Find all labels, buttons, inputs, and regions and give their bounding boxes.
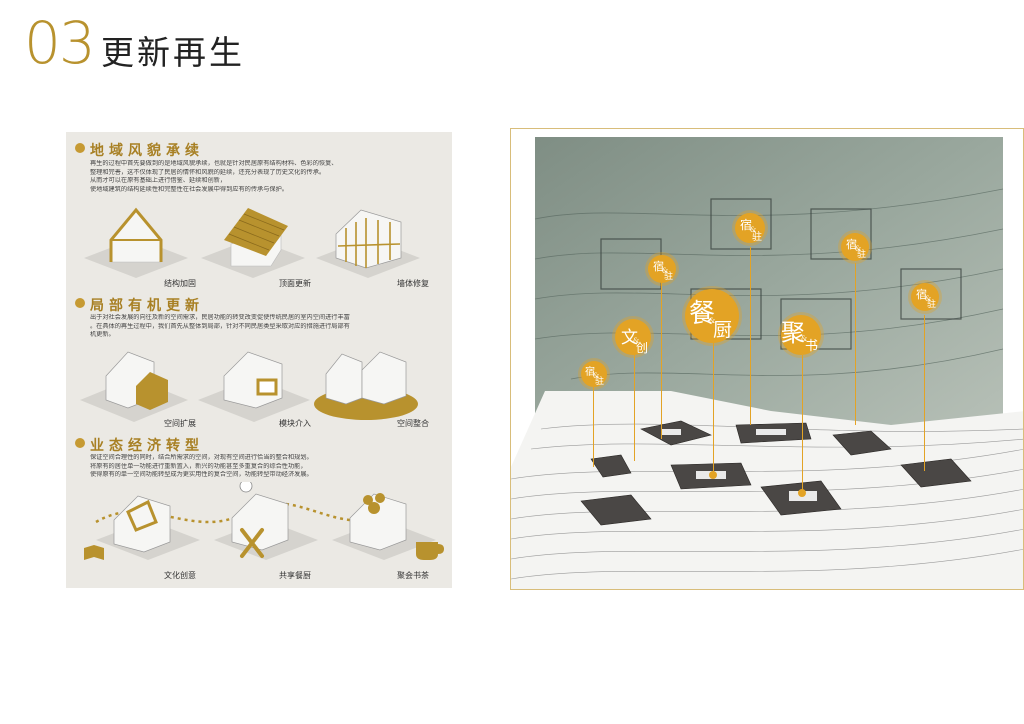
- house-module-insert-icon: [198, 351, 310, 422]
- section-regional-style: 地域风貌承续 再生的过程中首先要做到的是地域风貌承续，也就是针对民居原有结构材料…: [66, 132, 452, 292]
- pin-dining-kitchen[interactable]: 餐 & 厨: [685, 289, 739, 343]
- house-space-integrate-icon: [314, 351, 418, 420]
- body-line: 机更新。: [90, 331, 115, 339]
- pin-char: 文: [621, 328, 638, 348]
- pin-gathering-books[interactable]: 聚 & 书: [781, 315, 821, 355]
- body-line: 保证空间合理性的同时，结合所需求的空间，对现有空间进行恰当的整合和规划。: [90, 454, 313, 461]
- pin-char: 驻: [664, 272, 674, 282]
- renewal-strategy-panel: 地域风貌承续 再生的过程中首先要做到的是地域风貌承续，也就是针对民居原有结构材料…: [66, 132, 452, 588]
- section-local-renewal: 局部有机更新 出于对社会发展的向往及新的空间需求，民居功能的转变改变促使传统民居…: [66, 288, 452, 428]
- pin-leader-line: [634, 349, 635, 461]
- pin-char: 宿: [585, 367, 595, 378]
- pin-leader-line: [713, 339, 714, 475]
- section-body: 再生的过程中首先要做到的是地域风貌承续，也就是针对民居原有结构材料、色彩的恢复、…: [90, 160, 436, 194]
- pin-char: 宿: [653, 260, 664, 273]
- body-line: 使地域建筑的结构延续性和完整性在社会发展中得到应有的传承与保护。: [90, 185, 288, 193]
- chef-hat-icon: [239, 482, 253, 493]
- pin-foot-marker: [798, 489, 806, 497]
- pin-amp: &: [801, 335, 808, 343]
- pin-lodging-2[interactable]: 宿 & 驻: [841, 233, 869, 261]
- house-culture-creative-icon: [84, 495, 200, 560]
- house-illustrations-row-3: [84, 482, 444, 560]
- caption-module-insert: 模块介入: [279, 419, 311, 428]
- pin-foot-marker: [709, 471, 717, 479]
- pin-leader-line: [593, 387, 594, 467]
- pin-lodging-5[interactable]: 宿 & 驻: [581, 361, 607, 387]
- village-plan-panel: 宿 & 驻 宿 & 驻 宿 & 驻 宿 & 驻 文 & 创 餐 & 厨 聚 & …: [510, 128, 1024, 590]
- caption-structure-reinforce: 结构加固: [164, 279, 196, 288]
- pin-char: 厨: [713, 319, 733, 341]
- village-aerial-plan: [511, 137, 1023, 589]
- pin-char: 创: [636, 341, 649, 355]
- body-line: 出于对社会发展的向往及新的空间需求，民居功能的转变改变促使传统民居的室内空间进行…: [90, 314, 350, 321]
- bullet-dot: [75, 143, 85, 153]
- pin-char: 餐: [689, 299, 716, 329]
- pin-leader-line: [661, 281, 662, 439]
- pin-char: 驻: [857, 250, 867, 260]
- caption-gathering-tea: 聚会书茶: [397, 571, 429, 580]
- fork-knife-icon: [240, 528, 264, 558]
- pin-leader-line: [855, 263, 856, 425]
- pin-amp: &: [855, 245, 862, 253]
- pin-char: 书: [805, 339, 819, 354]
- section-heading: 业态经济转型: [90, 438, 204, 454]
- caption-wall-repair: 墙体修复: [397, 279, 429, 288]
- section-heading: 局部有机更新: [90, 298, 204, 314]
- pin-amp: &: [709, 317, 716, 325]
- house-structure-reinforce-icon: [84, 207, 188, 278]
- body-line: 使得原有的单一空间功能转型成为更实用性的复合空间，功能转型带动经济发展。: [90, 471, 313, 479]
- pin-char: 宿: [846, 238, 857, 251]
- people-icon: [363, 493, 385, 514]
- pin-leader-line: [802, 355, 803, 493]
- pin-amp: &: [593, 372, 600, 380]
- pin-leader-line: [750, 247, 751, 425]
- section-economic-transform: 业态经济转型 保证空间合理性的同时，结合所需求的空间，对现有空间进行恰当的整合和…: [66, 428, 452, 588]
- pin-amp: &: [662, 267, 669, 275]
- pin-char: 聚: [781, 319, 805, 347]
- pin-amp: &: [750, 226, 757, 234]
- book-icon: [84, 545, 104, 560]
- pin-leader-line: [924, 315, 925, 471]
- pin-lodging-4[interactable]: 宿 & 驻: [648, 255, 676, 283]
- bullet-dot: [75, 298, 85, 308]
- section-body: 出于对社会发展的向往及新的空间需求，民居功能的转变改变促使传统民居的室内空间进行…: [90, 314, 436, 340]
- body-line: 将原有的居住单一功能进行重新置入，新兴的功能甚至多重复合的综合性功能，: [90, 462, 307, 470]
- body-line: 整理和完善，这不仅体现了民居的情怀和风貌的延续，还充分表现了历史文化的传承。: [90, 168, 326, 176]
- page-title: 更新再生: [101, 33, 245, 72]
- pin-char: 宿: [916, 288, 927, 301]
- house-wall-repair-icon: [316, 209, 420, 278]
- bullet-dot: [75, 438, 85, 448]
- body-line: 从而才可以在原有基础上进行借鉴、延续和创新，: [90, 177, 227, 185]
- pin-char: 驻: [752, 232, 762, 243]
- section-body: 保证空间合理性的同时，结合所需求的空间，对现有空间进行恰当的整合和规划。 将原有…: [90, 454, 436, 480]
- section-number: 03: [24, 9, 96, 77]
- pin-char: 驻: [595, 377, 605, 387]
- pin-amp: &: [925, 295, 932, 303]
- house-illustrations-row-2: [80, 351, 418, 422]
- section-heading: 地域风貌承续: [90, 143, 204, 159]
- caption-shared-kitchen: 共享餐厨: [279, 571, 311, 580]
- house-shared-kitchen-icon: [214, 482, 318, 560]
- house-illustrations-row-1: [84, 207, 420, 278]
- body-line: 再生的过程中首先要做到的是地域风貌承续，也就是针对民居原有结构材料、色彩的恢复、: [90, 160, 338, 167]
- pin-amp: &: [633, 337, 640, 345]
- pin-lodging-3[interactable]: 宿 & 驻: [911, 283, 939, 311]
- caption-space-integrate: 空间整合: [397, 419, 429, 428]
- caption-space-expand: 空间扩展: [164, 419, 196, 428]
- caption-culture-creative: 文化创意: [164, 571, 196, 580]
- house-roof-renew-icon: [201, 208, 305, 278]
- pin-lodging-1[interactable]: 宿 & 驻: [735, 213, 765, 243]
- house-space-expand-icon: [80, 351, 188, 422]
- pin-culture-creative[interactable]: 文 & 创: [615, 319, 651, 355]
- caption-roof-renew: 顶面更新: [279, 279, 311, 288]
- house-gathering-tea-icon: [332, 493, 444, 560]
- pin-char: 宿: [740, 218, 753, 232]
- pin-char: 驻: [927, 300, 937, 310]
- tea-cup-icon: [416, 542, 444, 560]
- body-line: 。在具体的再生过程中，我们首先从整体到局部，针对不同民居类型采取对应的措施进行局…: [90, 322, 350, 330]
